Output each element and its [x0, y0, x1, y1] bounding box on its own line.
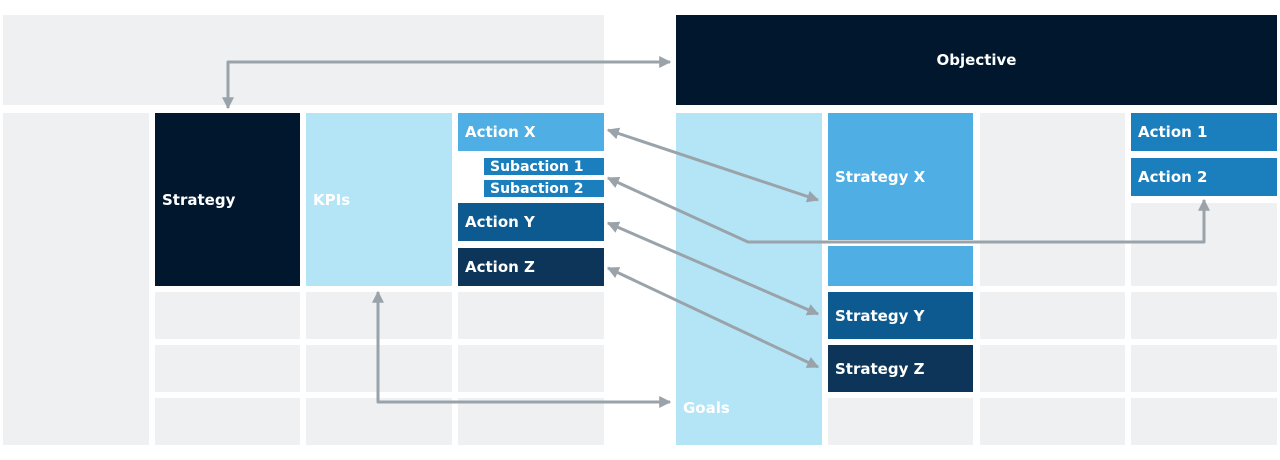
action-1-label: Action 1: [1138, 123, 1208, 141]
strategy-box: Strategy: [155, 113, 300, 286]
kpis-to-goals-arrow: [372, 290, 672, 408]
kpis-box: KPIs: [306, 113, 452, 286]
goals-label: Goals: [683, 399, 730, 417]
objective-box: Objective: [676, 15, 1277, 105]
grid-cell: [980, 345, 1125, 392]
action-z-label: Action Z: [465, 258, 535, 276]
subaction-2-box: Subaction 2: [484, 180, 604, 197]
grid-cell: [980, 398, 1125, 445]
kpis-label: KPIs: [313, 190, 351, 209]
grid-cell: [155, 292, 300, 339]
action-z-to-strategy-z-arrow: [606, 266, 820, 369]
subaction-1-box: Subaction 1: [484, 158, 604, 175]
action-x-label: Action X: [465, 123, 536, 141]
objective-label: Objective: [936, 51, 1017, 69]
grid-cell: [828, 398, 973, 445]
action-y-to-strategy-y-arrow: [606, 221, 820, 316]
strategy-z-label: Strategy Z: [835, 359, 925, 378]
subaction-2-label: Subaction 2: [490, 180, 584, 197]
objective-to-strategy-arrow: [222, 56, 672, 110]
grid-cell: [1131, 345, 1277, 392]
action-y-label: Action Y: [465, 213, 535, 231]
strategy-label: Strategy: [162, 190, 236, 209]
grid-cell: [980, 292, 1125, 339]
grid-cell: [155, 345, 300, 392]
action-y-box: Action Y: [458, 203, 604, 241]
strategy-y-label: Strategy Y: [835, 306, 925, 325]
strategy-x-box: Strategy X: [828, 113, 973, 240]
strategy-y-box: Strategy Y: [828, 292, 973, 339]
grid-cell: [1131, 398, 1277, 445]
subaction-to-action-2-arrow: [606, 176, 1210, 244]
grid-cell: [1131, 292, 1277, 339]
action-z-box: Action Z: [458, 248, 604, 286]
grid-cell: [155, 398, 300, 445]
subaction-1-label: Subaction 1: [490, 158, 584, 175]
strategy-x-extension: [828, 246, 973, 286]
strategy-z-box: Strategy Z: [828, 345, 973, 392]
action-1-box: Action 1: [1131, 113, 1277, 151]
action-x-to-strategy-x-arrow: [606, 127, 820, 203]
left-side-column: [3, 113, 149, 445]
action-x-box: Action X: [458, 113, 604, 151]
